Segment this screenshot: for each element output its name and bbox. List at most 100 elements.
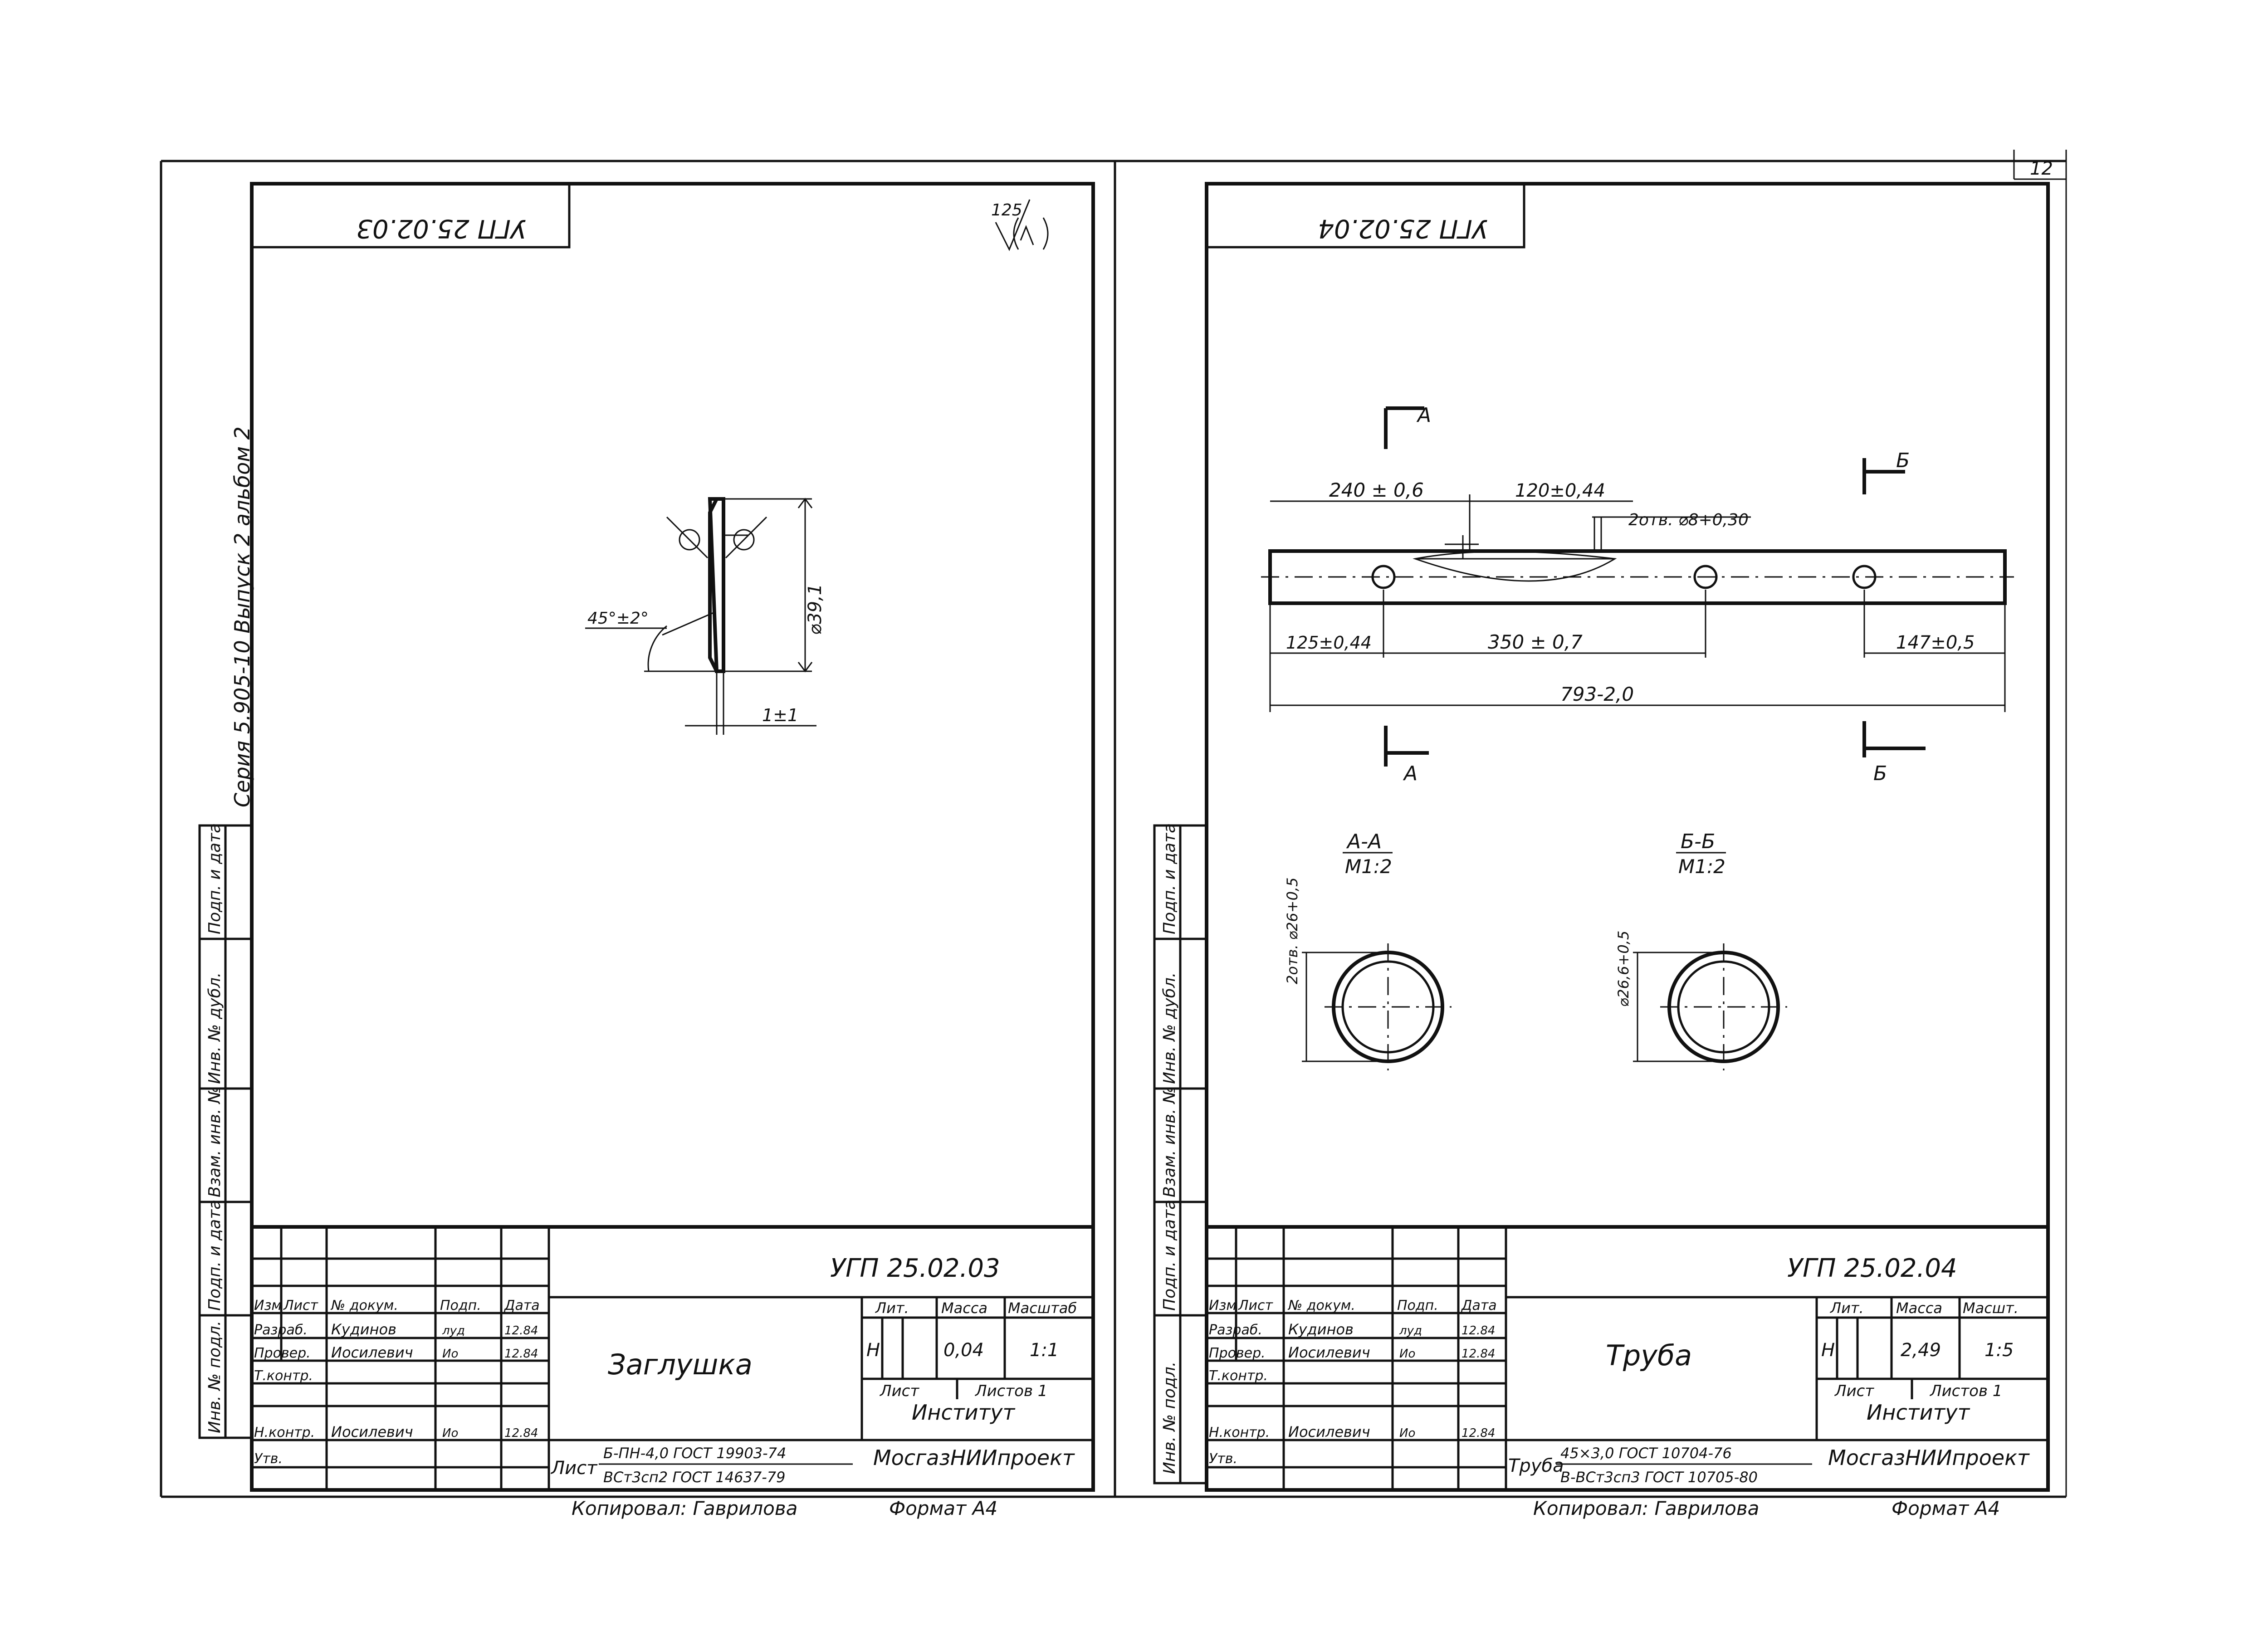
section-mark-a-top: А: [1416, 404, 1431, 427]
dim-350: 350 ± 0,7: [1488, 631, 1583, 653]
right-sheet: УГП 25.02.04 Подп. и дата Инв. № дубл. В…: [1153, 182, 2050, 1519]
tb-row-person-4: Иосилевич: [331, 1423, 413, 1441]
section-b-title: Б-Б: [1681, 830, 1715, 853]
section-mark-a-bottom: А: [1403, 762, 1418, 785]
tb-row-date-4: 12.84: [504, 1426, 538, 1440]
tb-col-date: Дата: [503, 1298, 540, 1314]
dim-thickness: 1±1: [762, 705, 798, 725]
tb-row-date-1: 12.84: [504, 1324, 538, 1338]
tb-mass-label: Масса: [941, 1299, 987, 1317]
r-tb-lit-label: Лит.: [1830, 1299, 1864, 1317]
left-format: Формат А4: [889, 1497, 997, 1519]
r-side-label-1: Подп. и дата: [1160, 823, 1179, 934]
side-label-1: Подп. и дата: [205, 823, 224, 934]
tb-row-sign-4: Ио: [442, 1426, 458, 1440]
r-side-label-4: Подп. и дата: [1160, 1200, 1179, 1311]
r-tb-col-date: Дата: [1461, 1298, 1497, 1314]
tb-row-role-2: Провер.: [254, 1345, 311, 1361]
r-side-label-5: Инв. № подл.: [1160, 1362, 1179, 1474]
tb-row-person-2: Иосилевич: [331, 1344, 413, 1361]
section-mark-b-top: Б: [1896, 449, 1910, 472]
r-tb-mass-label: Масса: [1896, 1299, 1942, 1317]
dim-125: 125±0,44: [1286, 633, 1372, 653]
r-tb-row-person-2: Иосилевич: [1288, 1344, 1370, 1361]
section-mark-b-bottom: Б: [1873, 762, 1887, 785]
r-tb-org-line2: МосгазНИИпроект: [1828, 1445, 2030, 1470]
r-tb-material-prefix: Труба: [1508, 1455, 1564, 1476]
outer-frame: [160, 150, 2067, 1498]
dim-120: 120±0,44: [1515, 480, 1605, 501]
page-number-box: 12: [2013, 150, 2066, 180]
tb-lit-value: Н: [866, 1340, 880, 1361]
r-tb-col-izm: Изм: [1209, 1298, 1237, 1314]
tb-row-role-3: Т.контр.: [254, 1368, 313, 1384]
left-copied: Копировал: Гаврилова: [572, 1497, 797, 1519]
tb-scale-label: Масштаб: [1008, 1299, 1077, 1317]
tb-material-line2: ВСт3сп2 ГОСТ 14637-79: [603, 1469, 785, 1486]
right-title-block: УГП 25.02.04 Труба Изм Лист № докум. Под…: [1205, 1225, 2050, 1492]
right-side-stamp: Подп. и дата Инв. № дубл. Взам. инв. № П…: [1153, 823, 1208, 1485]
roughness-value: 125: [991, 201, 1022, 220]
tb-lit-label: Лит.: [875, 1299, 909, 1317]
tb-col-izm: Изм: [254, 1298, 282, 1314]
r-tb-col-sign: Подп.: [1397, 1298, 1438, 1314]
tb-row-role-1: Разраб.: [254, 1322, 308, 1338]
tb-row-person-1: Кудинов: [331, 1321, 396, 1338]
tb-org-line1: Институт: [912, 1400, 1015, 1425]
tb-col-list: Лист: [283, 1298, 319, 1314]
tb-row-date-2: 12.84: [504, 1347, 538, 1361]
dim-holes: 2отв. ⌀8+0,30: [1628, 511, 1749, 529]
r-tb-org-line1: Институт: [1867, 1400, 1970, 1425]
dim-147: 147±0,5: [1896, 632, 1975, 653]
tb-row-sign-1: луд: [442, 1324, 465, 1338]
dim-240: 240 ± 0,6: [1329, 479, 1424, 501]
r-tb-scale-value: 1:5: [1984, 1340, 2014, 1361]
r-side-label-2: Инв. № дубл.: [1160, 972, 1179, 1084]
r-tb-row-date-2: 12.84: [1461, 1347, 1495, 1361]
section-a-scale: М1:2: [1345, 855, 1392, 878]
r-tb-code: УГП 25.02.04: [1787, 1254, 1957, 1283]
r-tb-row-role-2: Провер.: [1209, 1345, 1266, 1361]
r-tb-row-person-4: Иосилевич: [1288, 1423, 1370, 1441]
r-tb-lit-value: Н: [1821, 1340, 1835, 1361]
section-b-scale: М1:2: [1678, 855, 1725, 878]
r-side-label-3: Взам. инв. №: [1160, 1087, 1179, 1197]
r-tb-row-sign-1: луд: [1399, 1324, 1422, 1338]
right-code-rotated: УГП 25.02.04: [1318, 214, 1488, 243]
tb-sheets-label: Листов 1: [974, 1382, 1047, 1400]
section-a-a: А-А М1:2 2отв. ⌀26+0,5: [1284, 830, 1452, 1070]
tb-material-prefix: Лист: [550, 1458, 598, 1479]
right-copied: Копировал: Гаврилова: [1533, 1497, 1759, 1519]
side-label-4: Подп. и дата: [205, 1200, 224, 1311]
tb-col-sign: Подп.: [440, 1298, 481, 1314]
left-code-rotated: УГП 25.02.03: [356, 214, 526, 243]
tb-code: УГП 25.02.03: [830, 1254, 1000, 1283]
tb-row-role-5: Утв.: [254, 1451, 283, 1467]
tb-col-doc: № докум.: [330, 1298, 398, 1314]
r-tb-row-role-4: Н.контр.: [1209, 1425, 1270, 1441]
side-label-3: Взам. инв. №: [205, 1087, 224, 1197]
section-a-title: А-А: [1346, 830, 1382, 853]
side-label-5: Инв. № подл.: [205, 1321, 224, 1433]
tb-material-line1: Б-ПН-4,0 ГОСТ 19903-74: [603, 1445, 786, 1462]
r-tb-row-role-3: Т.контр.: [1209, 1368, 1268, 1384]
r-tb-row-date-1: 12.84: [1461, 1324, 1495, 1338]
tb-row-role-4: Н.контр.: [254, 1425, 315, 1441]
left-sheet: УГП 25.02.03 125 Серия 5.905-10 Выпуск 2…: [198, 182, 1095, 1519]
r-tb-col-list: Лист: [1238, 1298, 1274, 1314]
r-tb-material-line2: В-ВСт3сп3 ГОСТ 10705-80: [1560, 1469, 1758, 1486]
tb-mass-value: 0,04: [943, 1340, 984, 1361]
r-tb-sheets-label: Листов 1: [1929, 1382, 2002, 1400]
dim-diameter: ⌀39,1: [805, 584, 826, 635]
roughness-symbol: 125: [991, 199, 1049, 251]
r-tb-row-role-5: Утв.: [1209, 1451, 1237, 1467]
left-title-block: УГП 25.02.03 Заглушка Изм Лист № докум. …: [250, 1225, 1095, 1492]
tb-scale-value: 1:1: [1030, 1340, 1059, 1361]
section-b-b: Б-Б М1:2 ⌀26,6+0,5: [1615, 830, 1787, 1070]
tb-sheet-label: Лист: [879, 1382, 919, 1400]
r-tb-row-sign-2: Ио: [1399, 1347, 1415, 1361]
page-number: 12: [2030, 158, 2053, 179]
r-tb-row-sign-4: Ио: [1399, 1426, 1415, 1440]
dim-angle: 45°±2°: [587, 609, 649, 628]
